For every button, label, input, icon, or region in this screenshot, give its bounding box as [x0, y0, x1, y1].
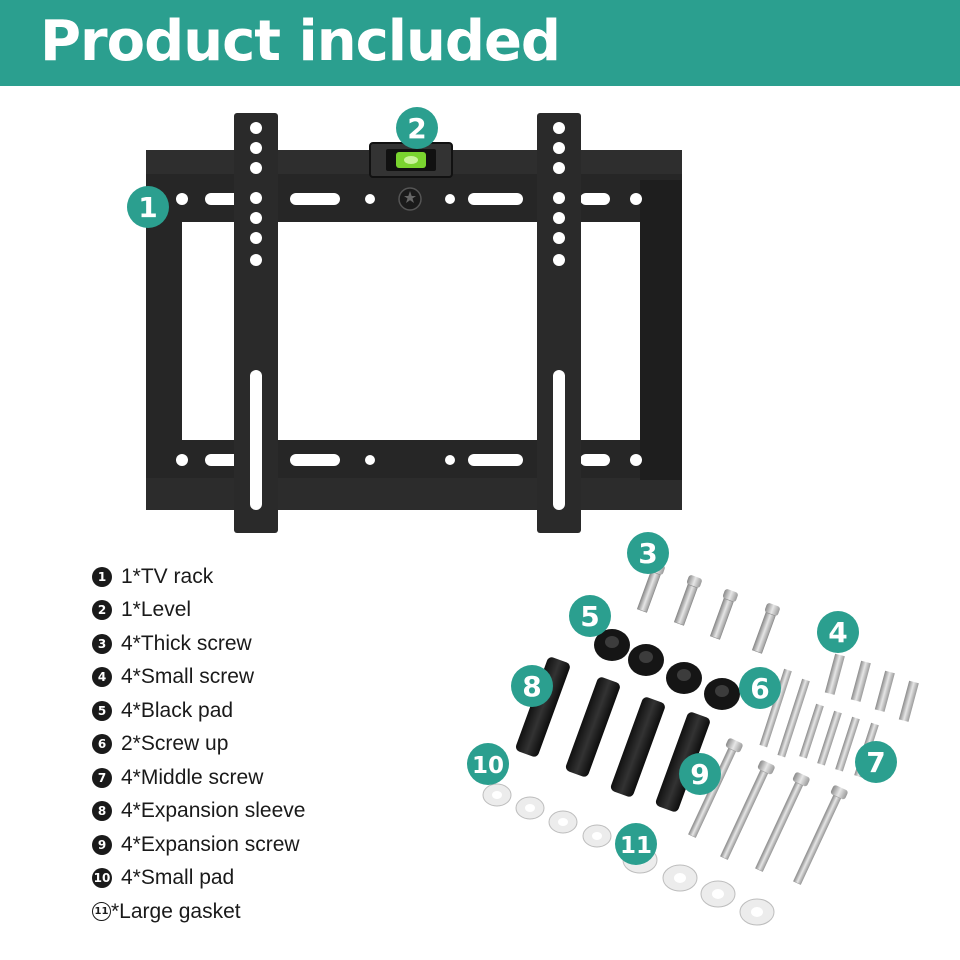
list-item: 5 4*Black pad — [92, 694, 305, 728]
item-number-badge: 5 — [92, 700, 112, 721]
svg-text:1: 1 — [138, 191, 157, 224]
callout-7: 7 — [855, 741, 897, 783]
middle-screws — [759, 668, 879, 778]
tv-rack — [146, 113, 682, 533]
list-item-label: 4*Small screw — [121, 665, 255, 689]
svg-text:11: 11 — [620, 833, 652, 859]
callout-11: 11 — [615, 823, 657, 865]
list-item: 8 4*Expansion sleeve — [92, 795, 305, 829]
page-title: Product included — [40, 9, 561, 74]
item-number-badge: 1 — [92, 566, 112, 587]
callout-5: 5 — [569, 595, 611, 637]
item-number-badge: 6 — [92, 734, 112, 755]
item-number-badge: 9 — [92, 834, 112, 855]
svg-text:7: 7 — [866, 746, 885, 779]
svg-text:3: 3 — [638, 537, 657, 570]
list-item-label: 4*Small pad — [121, 866, 235, 890]
svg-text:6: 6 — [750, 672, 769, 705]
svg-text:4: 4 — [828, 616, 847, 649]
item-number-badge: 4 — [92, 667, 112, 688]
callout-6: 6 — [739, 667, 781, 709]
expansion-screws — [688, 738, 848, 885]
list-item: 6 2*Screw up — [92, 728, 305, 762]
item-number-badge: 10 — [92, 868, 112, 889]
list-item: 7 4*Middle screw — [92, 761, 305, 795]
list-item-label: *Large gasket — [111, 899, 241, 923]
item-number-badge: 7 — [92, 767, 112, 788]
list-item-label: 2*Screw up — [121, 732, 229, 756]
callout-2: 2 — [396, 107, 438, 149]
item-number-badge: 8 — [92, 801, 112, 822]
svg-text:9: 9 — [690, 758, 709, 791]
list-item: 1 1*TV rack — [92, 560, 305, 594]
parts-list: 1 1*TV rack 2 1*Level 3 4*Thick screw 4 4*Sm… — [92, 560, 305, 929]
item-number-badge: 3 — [92, 633, 112, 654]
list-item-label: 4*Thick screw — [121, 631, 252, 655]
svg-text:5: 5 — [580, 600, 599, 633]
header-banner: Product included — [0, 0, 960, 86]
list-item: 11*Large gasket — [92, 895, 305, 929]
svg-text:8: 8 — [522, 670, 541, 703]
list-item: 2 1*Level — [92, 594, 305, 628]
list-item-label: 4*Black pad — [121, 698, 234, 722]
callout-9: 9 — [679, 753, 721, 795]
list-item-label: 4*Expansion screw — [121, 832, 300, 856]
list-item: 9 4*Expansion screw — [92, 828, 305, 862]
item-number-badge: 11 — [92, 902, 111, 922]
list-item-label: 4*Middle screw — [121, 765, 264, 789]
callout-8: 8 — [511, 665, 553, 707]
black-pads — [594, 629, 740, 710]
list-item: 3 4*Thick screw — [92, 627, 305, 661]
callout-10: 10 — [467, 743, 509, 785]
list-item-label: 1*TV rack — [121, 564, 214, 588]
item-number-badge: 2 — [92, 600, 112, 621]
svg-text:2: 2 — [407, 112, 426, 145]
list-item-label: 4*Expansion sleeve — [121, 799, 306, 823]
thick-screws — [636, 562, 780, 654]
list-item: 10 4*Small pad — [92, 862, 305, 896]
callout-3: 3 — [627, 532, 669, 574]
list-item-label: 1*Level — [121, 598, 192, 622]
callout-1: 1 — [127, 186, 169, 228]
callout-4: 4 — [817, 611, 859, 653]
bubble-level — [369, 142, 453, 178]
list-item: 4 4*Small screw — [92, 661, 305, 695]
small-screws — [824, 653, 919, 722]
svg-text:10: 10 — [472, 753, 504, 779]
